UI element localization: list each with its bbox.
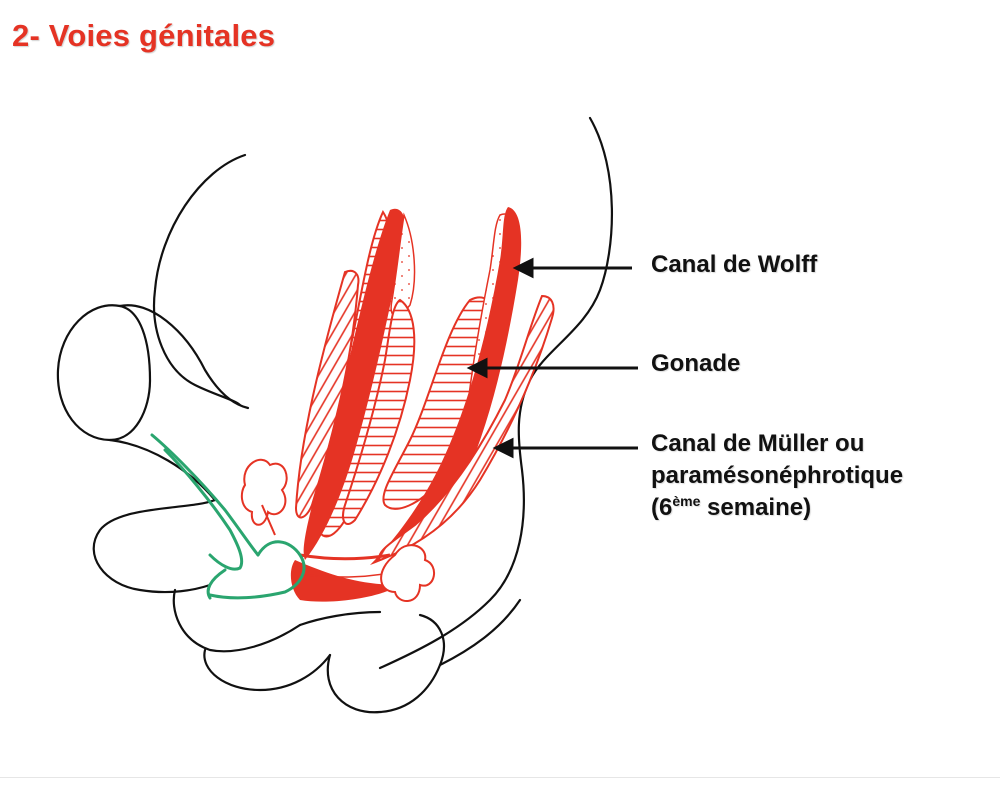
- page-title: 2- Voies génitales: [12, 18, 276, 53]
- label-muller-line1: Canal de Müller ou: [651, 430, 865, 457]
- urogenital-sinus: [150, 433, 306, 600]
- label-muller-line2: paramésonéphrotique: [651, 462, 904, 489]
- arrow-gonade: [466, 357, 638, 379]
- body-outline: [56, 116, 613, 714]
- footer-divider: [0, 777, 1000, 778]
- wolff-duct-left: [303, 208, 406, 560]
- arrow-muller: [492, 437, 638, 459]
- label-arrows: [466, 257, 638, 459]
- arrow-wolff: [512, 257, 632, 279]
- label-gonade: Gonade: [651, 350, 741, 377]
- label-muller-line3: (6ème semaine): [651, 493, 812, 521]
- label-canal-de-wolff: Canal de Wolff: [651, 251, 818, 278]
- muller-duct: [378, 294, 555, 562]
- label-canal-de-muller: Canal de Müller ou paramésonéphrotique (…: [651, 428, 903, 524]
